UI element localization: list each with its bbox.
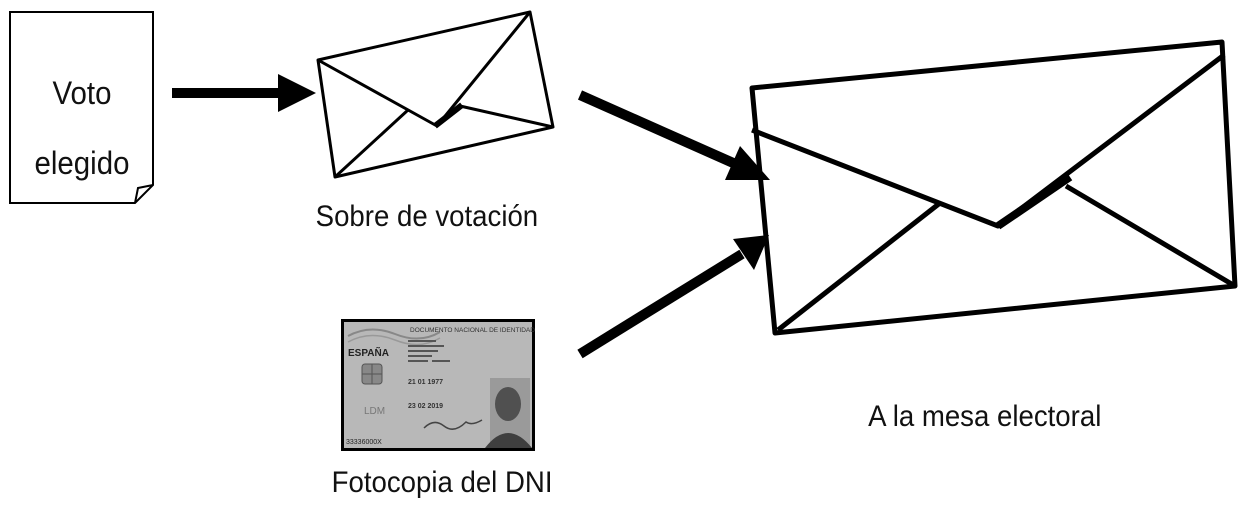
card-text-lines: [408, 340, 450, 362]
arrow-dni-to-mesa: [577, 235, 769, 359]
voting-envelope-icon: [316, 10, 555, 179]
ballot-line-2: elegido: [34, 145, 130, 181]
ballot-paper: [9, 11, 154, 204]
ballot-box-envelope-icon: [749, 39, 1238, 336]
card-date-1: 21 01 1977: [408, 379, 443, 386]
arrow-ballot-to-envelope: [172, 74, 316, 112]
face-icon: [495, 387, 521, 421]
label-fotocopia-dni: Fotocopia del DNI: [331, 466, 553, 499]
card-wave: [347, 328, 441, 340]
card-number: 33336000X: [346, 439, 382, 446]
label-mesa-electoral: A la mesa electoral: [868, 400, 1102, 433]
card-code: LDM: [364, 406, 385, 417]
card-header: DOCUMENTO NACIONAL DE IDENTIDAD: [410, 327, 535, 334]
arrow-envelope-to-mesa: [577, 90, 770, 180]
label-sobre-de-votacion: Sobre de votación: [315, 200, 539, 233]
card-country: ESPAÑA: [348, 346, 389, 359]
card-date-2: 23 02 2019: [408, 403, 443, 410]
ballot-text: Voto elegido: [18, 58, 147, 198]
dni-card-image: DOCUMENTO NACIONAL DE IDENTIDAD ESPAÑA 2…: [341, 319, 535, 451]
ballot-line-1: Voto: [52, 75, 112, 111]
signature-icon: [423, 419, 483, 430]
